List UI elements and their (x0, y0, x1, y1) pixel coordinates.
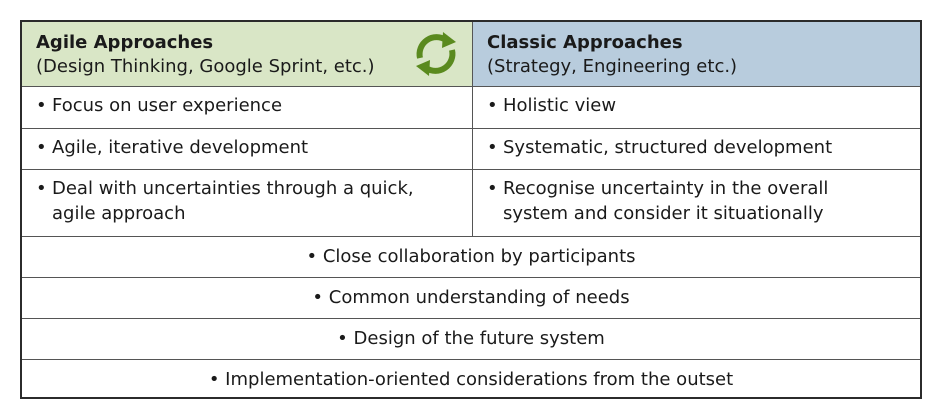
comparison-table: Agile Approaches (Design Thinking, Googl… (20, 20, 922, 399)
classic-item-line-2: system and consider it situationally (503, 203, 824, 224)
bullet: • (337, 328, 348, 349)
agile-cell: •Agile, iterative development (22, 129, 473, 169)
classic-header-cell: Classic Approaches (Strategy, Engineerin… (473, 22, 920, 86)
bullet: • (208, 369, 220, 390)
pair-row-1: •Focus on user experience •Holistic view (22, 87, 920, 129)
classic-header-subtitle: (Strategy, Engineering etc.) (487, 56, 738, 77)
shared-item: • Close collaboration by participants (22, 237, 920, 277)
agile-item: Focus on user experience (52, 95, 283, 116)
bullet: • (487, 95, 498, 116)
bullet: • (487, 178, 498, 199)
cycle-arrows-icon (416, 32, 456, 76)
classic-cell: •Systematic, structured development (473, 129, 920, 169)
classic-item: Systematic, structured development (503, 137, 833, 158)
bullet: • (36, 95, 47, 116)
agile-item: Deal with uncertainties through a quick,… (52, 176, 414, 226)
agile-cell: •Focus on user experience (22, 87, 473, 128)
shared-row-2: • Common understanding of needs (22, 278, 920, 319)
bullet: • (306, 246, 318, 267)
classic-cell: •Holistic view (473, 87, 920, 128)
agile-header-title: Agile Approaches (36, 32, 214, 53)
pair-row-3: • Deal with uncertainties through a quic… (22, 170, 920, 237)
agile-item: Agile, iterative development (52, 137, 309, 158)
shared-item: • Implementation-oriented considerations… (22, 360, 920, 401)
shared-item-text: Design of the future system (353, 328, 605, 349)
agile-item-line-1: Deal with uncertainties through a quick, (52, 178, 414, 199)
agile-cell: • Deal with uncertainties through a quic… (22, 170, 473, 236)
agile-header-subtitle: (Design Thinking, Google Sprint, etc.) (36, 56, 375, 77)
shared-item-text: Implementation-oriented considerations f… (225, 369, 734, 390)
shared-row-1: • Close collaboration by participants (22, 237, 920, 278)
agile-item-line-2: agile approach (52, 203, 186, 224)
classic-item: Holistic view (503, 95, 617, 116)
classic-item: Recognise uncertainty in the overall syst… (503, 176, 828, 226)
bullet: • (487, 137, 498, 158)
shared-row-4: • Implementation-oriented considerations… (22, 360, 920, 401)
header-row: Agile Approaches (Design Thinking, Googl… (22, 22, 920, 87)
shared-item-text: Close collaboration by participants (322, 246, 636, 267)
shared-item: • Common understanding of needs (22, 278, 920, 318)
classic-item-line-1: Recognise uncertainty in the overall (503, 178, 829, 199)
bullet: • (36, 137, 47, 158)
pair-row-2: •Agile, iterative development •Systemati… (22, 129, 920, 170)
classic-header-title: Classic Approaches (487, 32, 683, 53)
bullet: • (36, 178, 47, 199)
shared-row-3: • Design of the future system (22, 319, 920, 360)
shared-item: • Design of the future system (22, 319, 920, 359)
shared-item-text: Common understanding of needs (328, 287, 630, 308)
agile-header-cell: Agile Approaches (Design Thinking, Googl… (22, 22, 473, 86)
classic-cell: • Recognise uncertainty in the overall sy… (473, 170, 920, 236)
bullet: • (312, 287, 324, 308)
